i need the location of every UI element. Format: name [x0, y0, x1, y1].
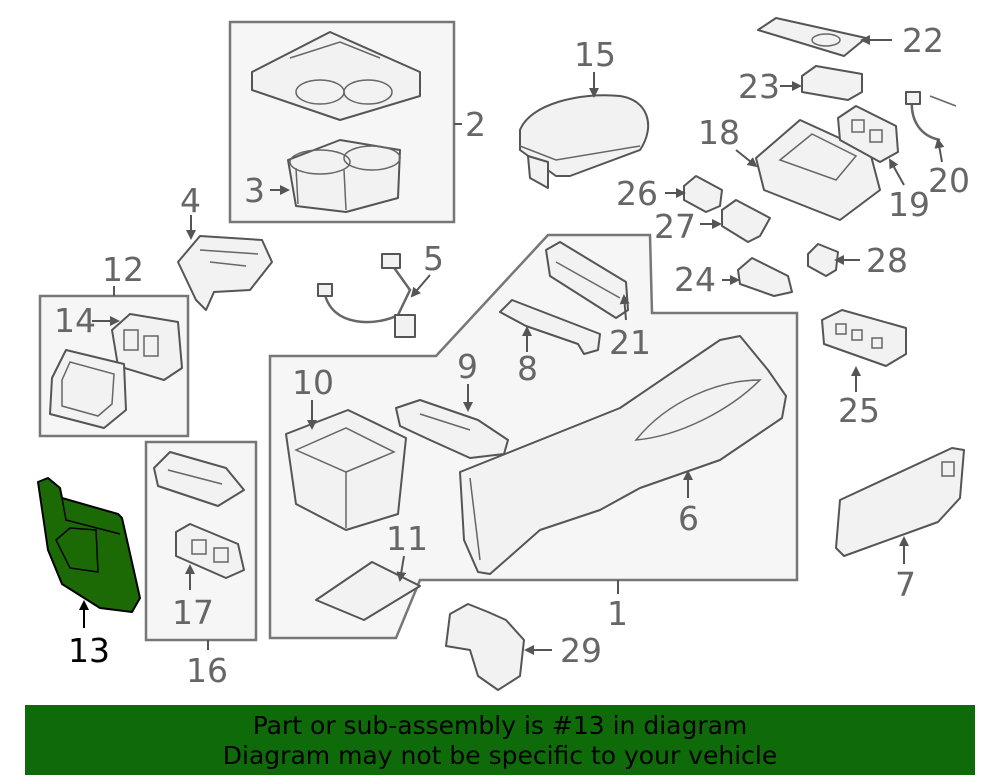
part-3-cup-holder: [287, 139, 401, 213]
callout-5: 5: [423, 239, 444, 278]
part-19-switch-panel: [837, 105, 899, 163]
part-22-tray: [757, 17, 867, 57]
callout-1: 1: [607, 594, 628, 633]
part-8-bracket: [499, 299, 601, 355]
part-10-storage-bin: [285, 409, 407, 531]
part-28-switch: [807, 243, 839, 277]
part-12-bezel: [49, 349, 127, 429]
part-6-console-body: [459, 335, 787, 575]
callout-27: 27: [654, 207, 696, 246]
callout-12: 12: [102, 250, 144, 289]
part-13-highlighted-side-cover: [37, 477, 141, 613]
callout-19: 19: [888, 185, 930, 224]
callout-6: 6: [678, 499, 699, 538]
part-2-upper-trim: [251, 31, 421, 121]
callout-28: 28: [866, 241, 908, 280]
callout-22: 22: [902, 21, 944, 60]
callout-18: 18: [698, 113, 740, 152]
part-11-mat: [315, 561, 421, 621]
part-26-button: [683, 175, 723, 213]
callout-2: 2: [465, 105, 486, 144]
part-23-small-box: [801, 65, 863, 101]
callout-25: 25: [838, 391, 880, 430]
part-21-trim: [545, 241, 629, 319]
callout-21: 21: [609, 323, 651, 362]
callout-26: 26: [616, 174, 658, 213]
callout-10: 10: [292, 363, 334, 402]
part-25-switch-panel: [821, 309, 907, 367]
banner-line-2: Diagram may not be specific to your vehi…: [222, 741, 778, 770]
callout-8: 8: [517, 349, 538, 388]
callout-20: 20: [928, 161, 970, 200]
part-7-side-panel: [835, 447, 965, 557]
callout-23: 23: [738, 67, 780, 106]
callout-24: 24: [674, 260, 716, 299]
callout-3: 3: [244, 171, 265, 210]
part-17-switch: [175, 523, 245, 579]
callout-4: 4: [180, 181, 201, 220]
banner-line-1: Part or sub-assembly is #13 in diagram: [252, 711, 748, 740]
info-banner: Part or sub-assembly is #13 in diagram D…: [25, 705, 975, 775]
callout-11: 11: [386, 519, 428, 558]
callout-17: 17: [172, 593, 214, 632]
group-box-1: [268, 233, 799, 640]
callout-29: 29: [560, 631, 602, 670]
callout-9: 9: [457, 347, 478, 386]
part-4-switch-bracket: [177, 235, 273, 311]
part-15-armrest: [519, 94, 650, 189]
callout-15: 15: [574, 35, 616, 74]
callout-13: 13: [68, 631, 110, 670]
part-16-upper-cover: [153, 451, 245, 507]
part-27-cover: [721, 199, 771, 243]
part-29-bracket: [445, 603, 525, 691]
part-24-switch: [737, 257, 793, 297]
callout-16: 16: [186, 651, 228, 690]
part-5-wire-harness: [317, 253, 416, 338]
part-20-small-harness: [905, 91, 957, 142]
callout-14: 14: [54, 301, 96, 340]
callout-7: 7: [895, 565, 916, 604]
